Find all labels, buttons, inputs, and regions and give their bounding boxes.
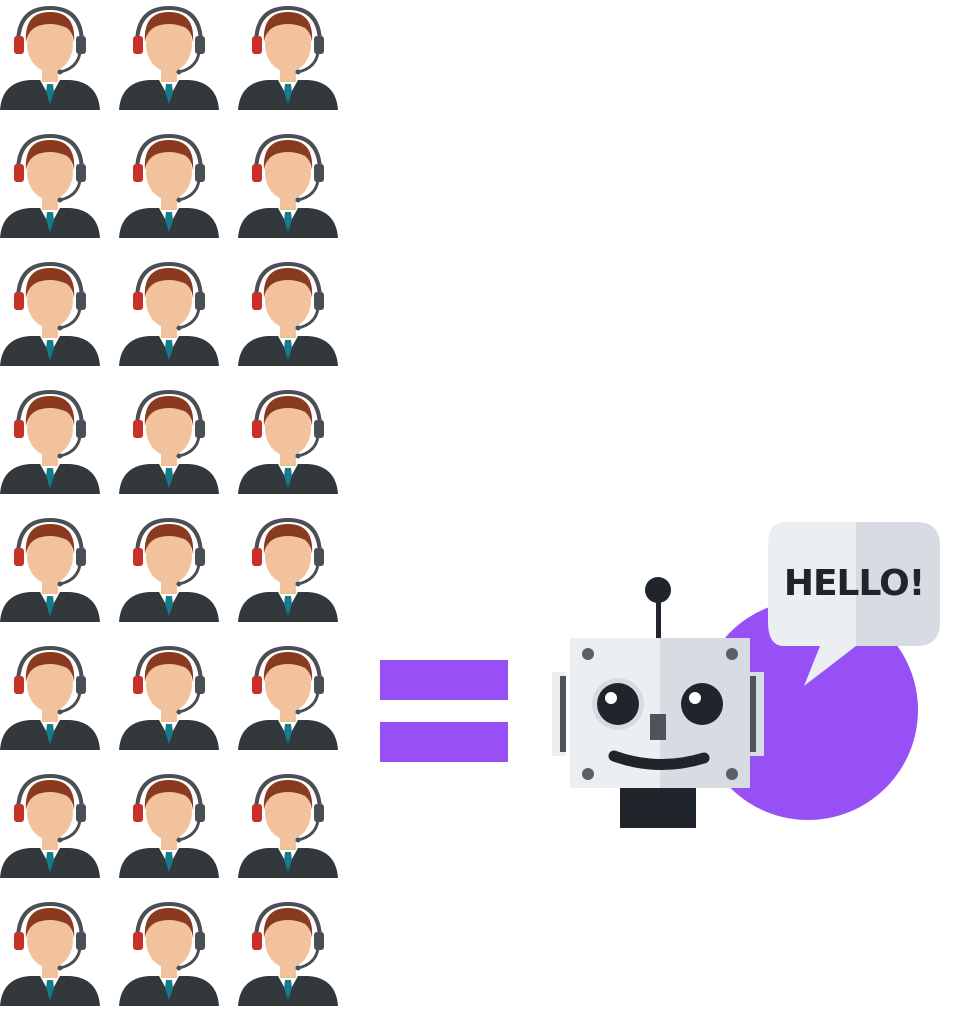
support-agent-icon bbox=[238, 256, 338, 366]
support-agent-icon bbox=[0, 640, 100, 750]
purple-circle-background bbox=[698, 600, 918, 820]
support-agent-icon bbox=[119, 512, 219, 622]
support-agent-icon bbox=[119, 640, 219, 750]
support-agent-icon bbox=[238, 0, 338, 110]
robot-antenna bbox=[645, 577, 671, 642]
support-agents-grid bbox=[0, 0, 340, 1024]
robot-head bbox=[570, 638, 750, 788]
support-agent-icon bbox=[238, 896, 338, 1006]
equals-bar-top bbox=[380, 660, 508, 700]
support-agent-icon bbox=[0, 512, 100, 622]
equals-bar-bottom bbox=[380, 722, 508, 762]
support-agent-icon bbox=[119, 0, 219, 110]
support-agent-icon bbox=[119, 256, 219, 366]
equals-sign-icon bbox=[380, 660, 508, 762]
robot-mouth bbox=[608, 750, 710, 770]
robot-left-eye bbox=[597, 683, 639, 725]
support-agent-icon bbox=[119, 768, 219, 878]
speech-bubble: HELLO! bbox=[768, 522, 940, 686]
support-agent-icon bbox=[0, 0, 100, 110]
robot-right-eye bbox=[681, 683, 723, 725]
support-agent-icon bbox=[238, 512, 338, 622]
robot-illustration: HELLO! bbox=[552, 522, 940, 828]
speech-bubble-text: HELLO! bbox=[784, 563, 924, 604]
robot-nose bbox=[650, 714, 666, 740]
support-agent-icon bbox=[119, 128, 219, 238]
support-agent-icon bbox=[0, 896, 100, 1006]
support-agent-icon bbox=[238, 128, 338, 238]
support-agent-icon bbox=[0, 128, 100, 238]
support-agent-icon bbox=[119, 384, 219, 494]
support-agent-icon bbox=[238, 384, 338, 494]
support-agent-icon bbox=[238, 768, 338, 878]
chatbot-robot-icon: HELLO! bbox=[540, 510, 950, 870]
support-agent-icon bbox=[238, 640, 338, 750]
support-agent-icon bbox=[119, 896, 219, 1006]
support-agent-icon bbox=[0, 256, 100, 366]
support-agent-icon bbox=[0, 768, 100, 878]
support-agent-icon bbox=[0, 384, 100, 494]
